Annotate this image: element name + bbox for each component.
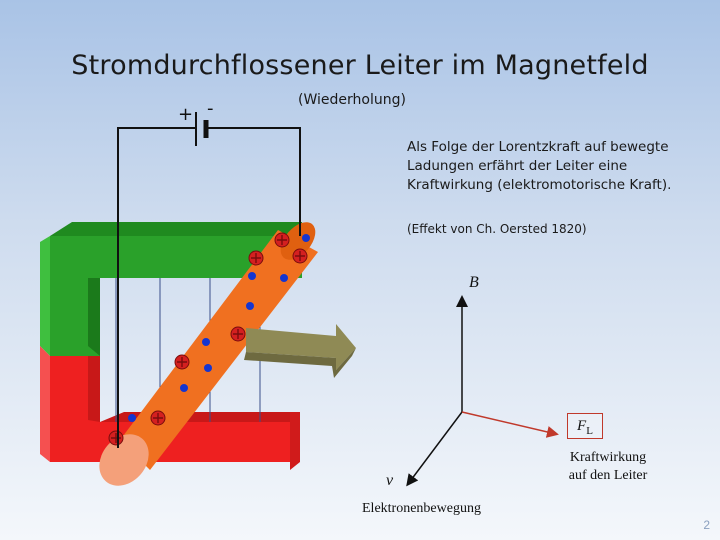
slide-title: Stromdurchflossener Leiter im Magnetfeld xyxy=(71,50,649,81)
fl-subscript: L xyxy=(586,425,593,437)
fl-label-box: FL xyxy=(567,413,603,439)
oersted-note: (Effekt von Ch. Oersted 1820) xyxy=(407,222,587,236)
explanation-text: Als Folge der Lorentzkraft auf bewegte L… xyxy=(407,138,707,195)
explanation-line: Als Folge der Lorentzkraft auf bewegte xyxy=(407,139,669,155)
v-vector xyxy=(406,411,463,487)
force-label: Kraftwirkung auf den Leiter xyxy=(556,449,660,485)
explanation-line: Ladungen erfährt der Leiter eine xyxy=(407,158,628,174)
force-label-line: Kraftwirkung xyxy=(569,450,647,465)
battery-minus: - xyxy=(207,98,214,119)
fl-vector xyxy=(461,411,559,438)
force-label-line: auf den Leiter xyxy=(568,468,648,483)
circuit-wires xyxy=(117,127,301,448)
fl-label: F xyxy=(577,418,587,434)
battery-plus: + xyxy=(178,104,194,125)
positive-ions xyxy=(108,232,308,446)
conductor xyxy=(99,222,318,486)
force-arrow xyxy=(244,324,356,378)
explanation-line: Kraftwirkung (elektromotorische Kraft). xyxy=(407,177,672,193)
electrons xyxy=(128,234,310,422)
v-label: v xyxy=(386,472,394,489)
electron-motion-label: Elektronenbewegung xyxy=(362,501,481,516)
b-label: B xyxy=(469,274,479,291)
slide-subtitle: (Wiederholung) xyxy=(298,92,406,108)
magnet-north xyxy=(40,222,302,356)
vector-axes xyxy=(406,295,559,487)
page-number: 2 xyxy=(703,518,710,532)
battery-icon xyxy=(195,112,209,146)
